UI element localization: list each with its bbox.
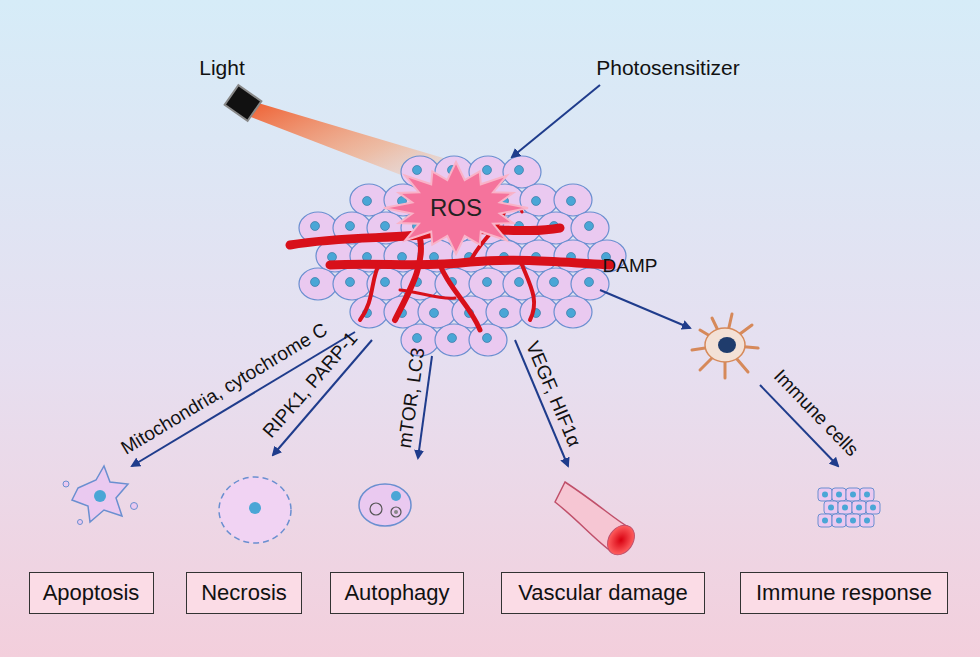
- box-label: Immune response: [746, 580, 942, 606]
- light-label: Light: [199, 56, 245, 80]
- pathway-label: VEGF, HIF1α: [521, 338, 585, 450]
- box-label: Vascular damage: [508, 580, 698, 606]
- ros-label: ROS: [382, 160, 530, 256]
- dendritic-cell: [692, 314, 758, 378]
- outcome-box: Immune response: [740, 572, 948, 614]
- outcome-box: Apoptosis: [29, 572, 154, 614]
- ros-burst: ROS: [382, 160, 530, 256]
- tumor-cells: [299, 156, 626, 356]
- photosensitizer-label: Photosensitizer: [596, 56, 740, 80]
- apoptotic-cell: [63, 466, 138, 525]
- arrow-label: Immune cells: [769, 365, 863, 461]
- damaged-vessel: [555, 482, 640, 560]
- arrows: [132, 85, 838, 466]
- light-beam: [238, 100, 450, 190]
- outcome-box: Vascular damage: [501, 572, 705, 614]
- outcome-box: Necrosis: [186, 572, 302, 614]
- box-label: Autophagy: [334, 580, 459, 606]
- box-label: Apoptosis: [33, 580, 150, 606]
- pathway-label: mTOR, LC3: [394, 346, 430, 449]
- outcome-box: Autophagy: [330, 572, 464, 614]
- box-label: Necrosis: [191, 580, 297, 606]
- light-source: [225, 85, 262, 121]
- necrotic-cell: [219, 477, 291, 543]
- autophagic-cell: [359, 484, 411, 526]
- signal-label: DAMP: [603, 255, 658, 277]
- immune-cell-cluster: [818, 488, 880, 527]
